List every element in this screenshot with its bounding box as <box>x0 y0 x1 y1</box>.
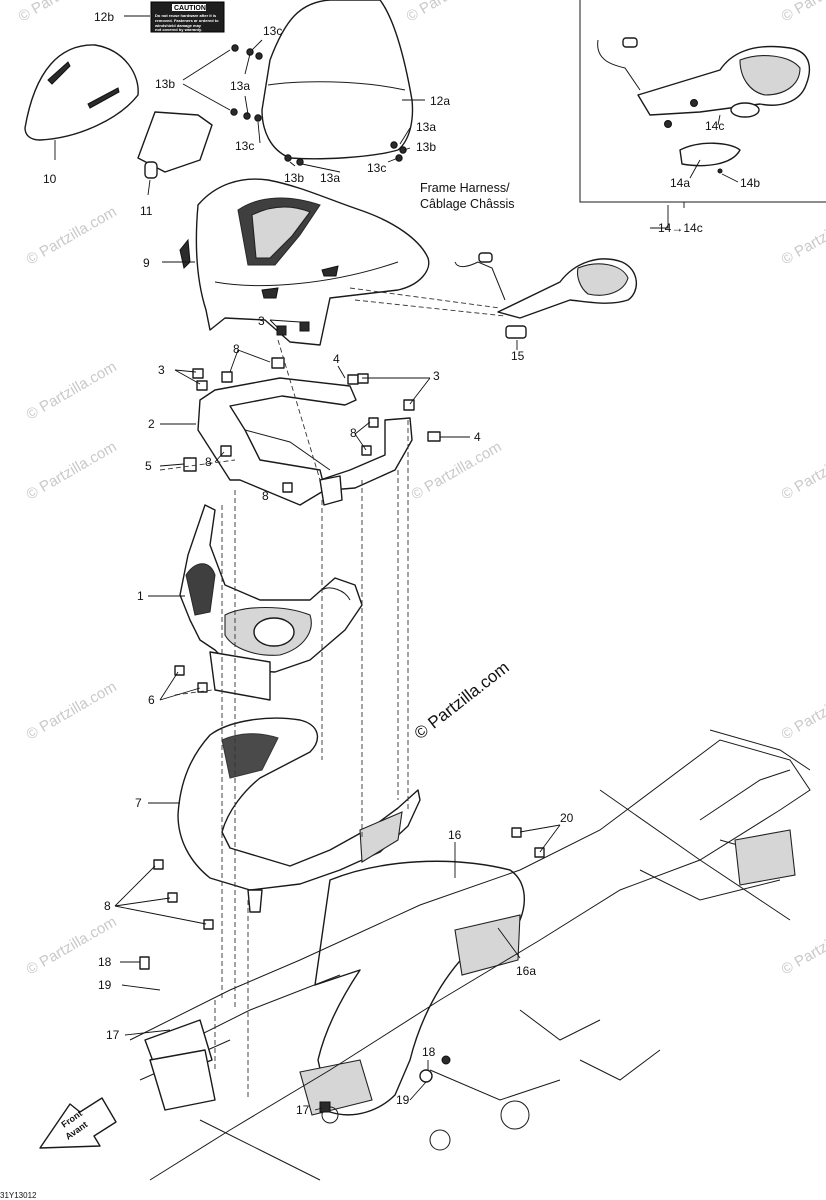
callout-13a: 13a <box>320 171 340 185</box>
caution-line: windshield damage may <box>154 23 202 28</box>
watermark: © Partzilla.com <box>404 0 500 25</box>
alignment-lines <box>159 339 409 1100</box>
caution-decal: CAUTION Do not reuse hardware after it i… <box>150 1 225 33</box>
callout-11: 11 <box>140 204 153 218</box>
callout-16a: 16a <box>516 964 536 978</box>
hardware-13 <box>230 44 407 166</box>
callout-9: 9 <box>143 256 150 270</box>
callout-12b: 12b <box>94 10 114 24</box>
watermark: © Partzilla.com <box>779 0 826 25</box>
caution-line: not covered by warranty. <box>155 27 202 32</box>
mirror-assembly <box>454 252 637 339</box>
callout-17: 17 <box>296 1103 310 1117</box>
leader-lines <box>54 15 739 1111</box>
watermark: © Partzilla.com <box>409 438 505 503</box>
callout-4: 4 <box>474 430 481 444</box>
caution-line: removed. Fasteners ar ordered to <box>155 18 219 23</box>
mirror-inset <box>597 37 811 174</box>
callout-8: 8 <box>350 426 357 440</box>
hardware-2 <box>183 321 441 493</box>
cover-panel <box>24 44 139 141</box>
watermark: © Partzilla.com <box>779 678 826 743</box>
callout-4: 4 <box>333 352 340 366</box>
callout-13a: 13a <box>230 79 250 93</box>
watermark: © Partzilla.com <box>24 358 120 423</box>
watermark-main: © Partzilla.com <box>411 658 513 744</box>
hardware-6 <box>174 665 208 693</box>
callout-19: 19 <box>98 978 112 992</box>
callout-13c: 13c <box>235 139 254 153</box>
callout-labels: 12b 13c 13b 13a 12a 13a 13b 13c 13c 13b … <box>43 10 760 1117</box>
windshield <box>261 0 414 160</box>
frame-and-panel <box>129 729 811 1181</box>
callout-14-14c: 14→14c <box>658 221 703 235</box>
callout-13c: 13c <box>367 161 386 175</box>
callout-10: 10 <box>43 172 57 186</box>
watermark: © Partzilla.com <box>779 438 826 503</box>
hardware-8 <box>153 859 214 930</box>
callout-14b: 14b <box>740 176 760 190</box>
hardware-lower <box>139 827 545 1113</box>
callout-13b: 13b <box>416 140 436 154</box>
watermark: © Partzilla.com <box>24 203 120 268</box>
callout-7: 7 <box>135 796 142 810</box>
callout-6: 6 <box>148 693 155 707</box>
callout-2: 2 <box>148 417 155 431</box>
callout-8: 8 <box>205 455 212 469</box>
callout-1: 1 <box>137 589 144 603</box>
watermark: © Partzilla.com <box>24 438 120 503</box>
callout-8: 8 <box>262 489 269 503</box>
front-fairing <box>179 178 430 346</box>
frame-harness-label-fr: Câblage Châssis <box>420 197 515 211</box>
lower-fairing <box>177 717 421 913</box>
headlight-assembly <box>179 504 363 701</box>
callout-18: 18 <box>98 955 112 969</box>
watermark: © Partzilla.com <box>24 678 120 743</box>
callout-20: 20 <box>560 811 574 825</box>
callout-8: 8 <box>104 899 111 913</box>
caution-title: CAUTION <box>174 5 206 12</box>
callout-13b: 13b <box>155 77 175 91</box>
callout-8: 8 <box>233 342 240 356</box>
trim-piece <box>137 111 213 179</box>
watermark: © Partzilla.com <box>779 913 826 978</box>
watermark: © Partzilla.com <box>779 203 826 268</box>
callout-17: 17 <box>106 1028 120 1042</box>
support-bracket <box>197 377 413 506</box>
callout-3: 3 <box>433 369 440 383</box>
callout-5: 5 <box>145 459 152 473</box>
drawing-code: 31Y13012 <box>0 1191 37 1200</box>
inset-box <box>579 0 826 203</box>
front-arrow: Front Avant <box>39 1097 117 1149</box>
frame-harness-label: Frame Harness/ <box>420 181 510 195</box>
callout-3: 3 <box>258 314 265 328</box>
callout-13c: 13c <box>263 24 282 38</box>
callout-14a: 14a <box>670 176 690 190</box>
caution-line: Do not reuse hardware after it is <box>155 13 217 18</box>
callout-15: 15 <box>511 349 525 363</box>
callout-16: 16 <box>448 828 462 842</box>
callout-18: 18 <box>422 1045 436 1059</box>
callout-12a: 12a <box>430 94 450 108</box>
callout-14c: 14c <box>705 119 724 133</box>
callout-13a: 13a <box>416 120 436 134</box>
callout-13b: 13b <box>284 171 304 185</box>
callout-19: 19 <box>396 1093 410 1107</box>
callout-3: 3 <box>158 363 165 377</box>
